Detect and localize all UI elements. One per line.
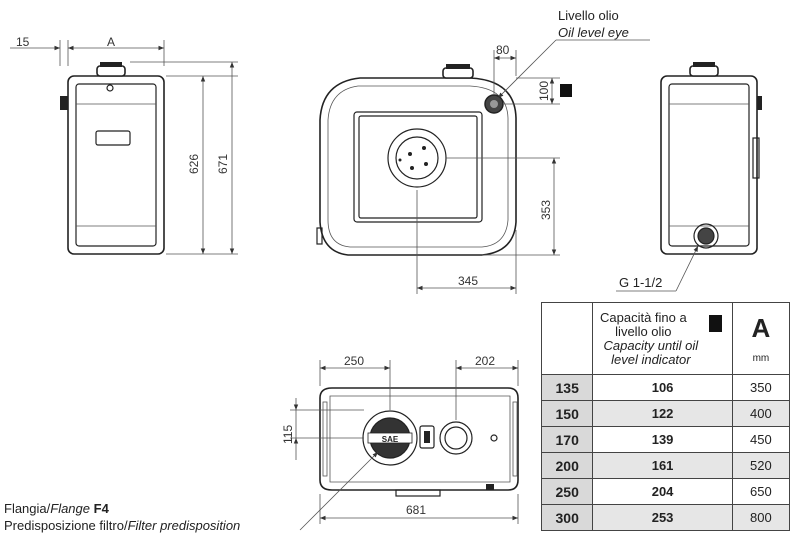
dim-353-label: 353 bbox=[539, 200, 553, 220]
dim-681-label: 681 bbox=[406, 503, 426, 517]
level-marker-square bbox=[560, 84, 572, 97]
a-header-label: A bbox=[751, 313, 771, 343]
row-capacity: 253 bbox=[592, 504, 733, 531]
table-row: 150 122 400 bbox=[540, 400, 791, 427]
row-a: 400 bbox=[731, 400, 791, 427]
dim-626-label: 626 bbox=[187, 154, 201, 174]
dim-80-label: 80 bbox=[496, 43, 510, 57]
side-view-right bbox=[660, 62, 762, 255]
table-row: 200 161 520 bbox=[540, 452, 791, 479]
row-capacity: 122 bbox=[592, 400, 733, 427]
row-a: 520 bbox=[731, 452, 791, 479]
dim-353: 353 bbox=[446, 157, 560, 256]
dim-345: 345 bbox=[416, 190, 517, 294]
capacity-header-it: Capacità fino a livello olio bbox=[599, 309, 687, 339]
table-row: 170 139 450 bbox=[540, 426, 791, 453]
filter-label: Predisposizione filtro/Filter predisposi… bbox=[4, 518, 240, 533]
row-capacity: 204 bbox=[592, 478, 733, 505]
row-a: 450 bbox=[731, 426, 791, 453]
row-key: 150 bbox=[540, 400, 594, 427]
row-key: 170 bbox=[540, 426, 594, 453]
thread-label: G 1-1/2 bbox=[619, 275, 662, 290]
row-key: 135 bbox=[540, 374, 594, 401]
row-capacity: 106 bbox=[592, 374, 733, 401]
flange-label: Flangia/Flange F4 bbox=[4, 501, 110, 516]
top-view: SAE bbox=[319, 387, 519, 497]
flange-filter-callout: Flangia/Flange F4 Predisposizione filtro… bbox=[4, 451, 379, 533]
row-key: 250 bbox=[540, 478, 594, 505]
row-capacity: 161 bbox=[592, 452, 733, 479]
dim-671-label: 671 bbox=[216, 154, 230, 174]
side-view-left bbox=[60, 62, 165, 255]
table-header-row: Capacità fino a livello olio Capacity un… bbox=[540, 302, 791, 375]
dim-115: 115 bbox=[281, 398, 364, 460]
dim-15: 15 A bbox=[10, 35, 165, 66]
row-a: 650 bbox=[731, 478, 791, 505]
level-marker-square bbox=[708, 315, 722, 332]
table-row: 250 204 650 bbox=[540, 478, 791, 505]
dim-115-label: 115 bbox=[281, 425, 295, 444]
dim-250-label: 250 bbox=[344, 354, 364, 368]
dim-80-100: 80 100 bbox=[493, 43, 572, 105]
row-capacity: 139 bbox=[592, 426, 733, 453]
oil-level-callout: Livello olio Oil level eye bbox=[497, 8, 650, 99]
flange-emblem: SAE bbox=[382, 435, 399, 444]
dim-681: 681 bbox=[319, 494, 519, 524]
capacity-header: Capacità fino a livello olio Capacity un… bbox=[592, 302, 733, 375]
table-row: 135 106 350 bbox=[540, 374, 791, 401]
oil-level-label-it: Livello olio bbox=[558, 8, 619, 23]
row-key: 300 bbox=[540, 504, 594, 531]
dim-250-202: 250 202 bbox=[319, 354, 519, 420]
dim-202-label: 202 bbox=[475, 354, 495, 368]
row-a: 350 bbox=[731, 374, 791, 401]
dim-100-label: 100 bbox=[537, 81, 551, 101]
table-row: 300 253 800 bbox=[540, 504, 791, 531]
a-header: A mm bbox=[731, 302, 791, 375]
capacity-header-en: Capacity until oil level indicator bbox=[603, 337, 699, 367]
dim-626-671: 626 671 bbox=[130, 61, 238, 255]
table-corner-cell bbox=[540, 302, 594, 375]
dim-15-label: 15 bbox=[16, 35, 30, 49]
dim-a-label: A bbox=[107, 35, 115, 49]
row-key: 200 bbox=[540, 452, 594, 479]
oil-level-label-en: Oil level eye bbox=[558, 25, 629, 40]
thread-callout: G 1-1/2 bbox=[616, 245, 699, 292]
front-view bbox=[316, 64, 517, 256]
row-a: 800 bbox=[731, 504, 791, 531]
a-header-unit: mm bbox=[752, 353, 770, 364]
capacity-table: Capacità fino a livello olio Capacity un… bbox=[540, 302, 791, 531]
dim-345-label: 345 bbox=[458, 274, 478, 288]
